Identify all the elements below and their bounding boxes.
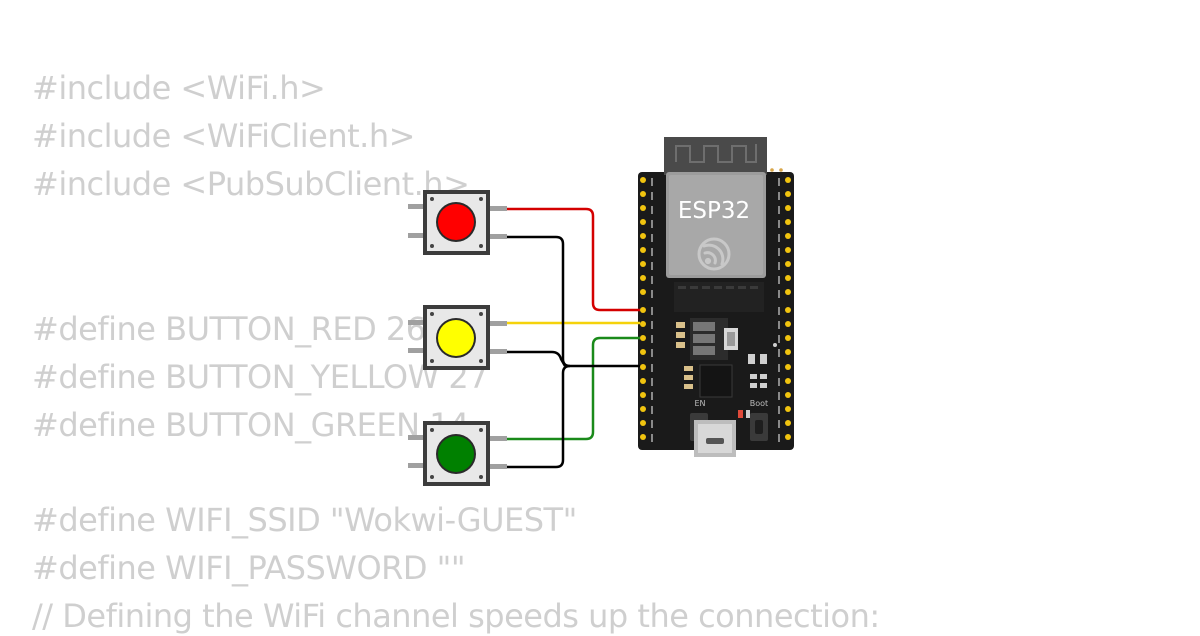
code-line: // Defining the WiFi channel speeds up t… — [32, 597, 880, 635]
code-line: #define WIFI_PASSWORD "" — [32, 549, 466, 587]
esp32-board[interactable]: ESP32 — [638, 137, 794, 457]
left-pin-header[interactable] — [640, 177, 646, 440]
push-button-green[interactable] — [408, 421, 507, 486]
code-line: #define WIFI_SSID "Wokwi-GUEST" — [32, 501, 577, 539]
espressif-logo-icon — [697, 237, 731, 271]
pin-silkscreen — [651, 178, 780, 442]
code-line: #include <WiFiClient.h> — [32, 117, 415, 155]
code-line: #define BUTTON_YELLOW 27 — [32, 358, 489, 396]
right-pin-header[interactable] — [785, 177, 791, 440]
push-button-yellow[interactable] — [408, 305, 507, 370]
push-button-red[interactable] — [408, 190, 507, 255]
antenna-trace — [675, 144, 757, 163]
boot-button[interactable] — [750, 413, 768, 441]
power-led — [738, 410, 743, 418]
button-cap-red[interactable] — [438, 204, 474, 240]
wire-red — [504, 207, 640, 312]
wire-gnd-red — [504, 235, 640, 368]
en-label: EN — [694, 399, 705, 408]
board-components — [676, 318, 777, 398]
code-line: #define BUTTON_RED 26 — [32, 310, 426, 348]
wires — [504, 207, 640, 469]
wire-green — [504, 336, 640, 441]
code-line: #include <PubSubClient.h> — [32, 165, 470, 203]
code-line: #include <WiFi.h> — [32, 69, 326, 107]
wire-gnd-green — [504, 364, 571, 469]
wire-gnd-yellow — [504, 350, 567, 367]
button-cap-green[interactable] — [438, 436, 474, 472]
usb-port[interactable] — [694, 420, 736, 457]
boot-label: Boot — [750, 399, 768, 408]
button-cap-yellow[interactable] — [438, 320, 474, 356]
board-label: ESP32 — [678, 198, 750, 224]
antenna-area — [664, 137, 767, 175]
